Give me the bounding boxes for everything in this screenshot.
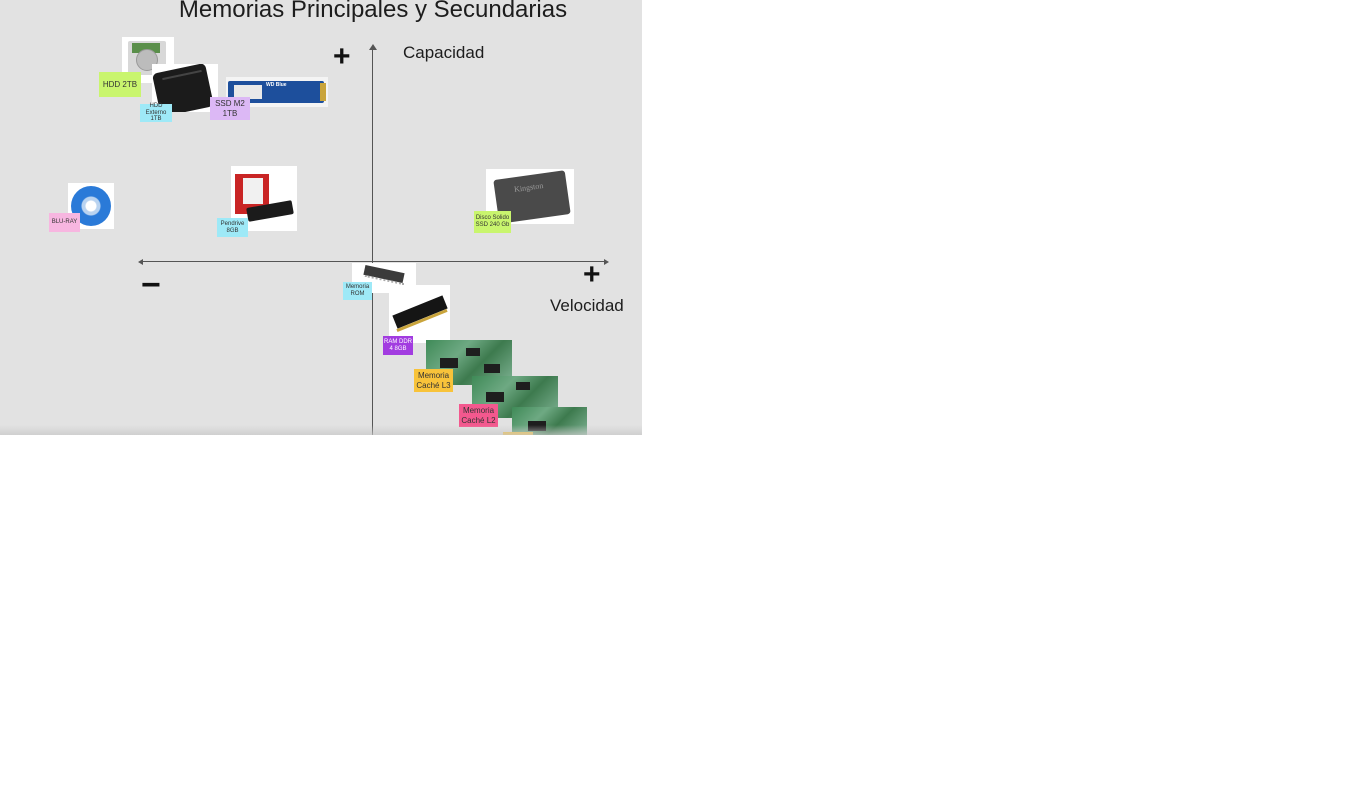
speed-label: Velocidad [550, 296, 624, 315]
note-cache-l2[interactable]: Memoria Caché L2 [459, 404, 498, 427]
capacity-label: Capacidad [403, 43, 485, 62]
note-hdd-externo[interactable]: HDD Externo 1TB [140, 103, 172, 122]
note-ram[interactable]: RAM DDR 4 8GB [383, 336, 413, 355]
ram-module-image[interactable] [389, 285, 450, 343]
board-title: Memorias Principales y Secundarias [178, 0, 568, 23]
note-ssd-disco[interactable]: Disco Solido SSD 240 Gb [474, 211, 511, 233]
note-ssd-m2[interactable]: SSD M2 1TB [210, 97, 250, 120]
board-bottom-edge [0, 425, 642, 435]
note-memoria-rom[interactable]: Memoria ROM [343, 282, 372, 300]
note-blu-ray[interactable]: BLU-RAY [49, 213, 80, 232]
note-cache-l3[interactable]: Memoria Caché L3 [414, 369, 453, 392]
speed-axis-arrow-left [138, 259, 143, 265]
minus-sign: − [141, 266, 161, 304]
capacity-plus-sign: + [333, 40, 351, 73]
speed-axis-arrow-right [604, 259, 609, 265]
speed-plus-sign: + [583, 258, 601, 291]
m2-brand-text: WD Blue [266, 82, 287, 88]
capacity-axis-arrow [369, 44, 377, 50]
capacity-axis [372, 48, 373, 435]
speed-axis [140, 261, 606, 262]
whiteboard: Memorias Principales y Secundarias + + −… [0, 0, 642, 435]
note-hdd-2tb[interactable]: HDD 2TB [99, 72, 141, 97]
note-pendrive[interactable]: Pendrive 8GB [217, 218, 248, 237]
